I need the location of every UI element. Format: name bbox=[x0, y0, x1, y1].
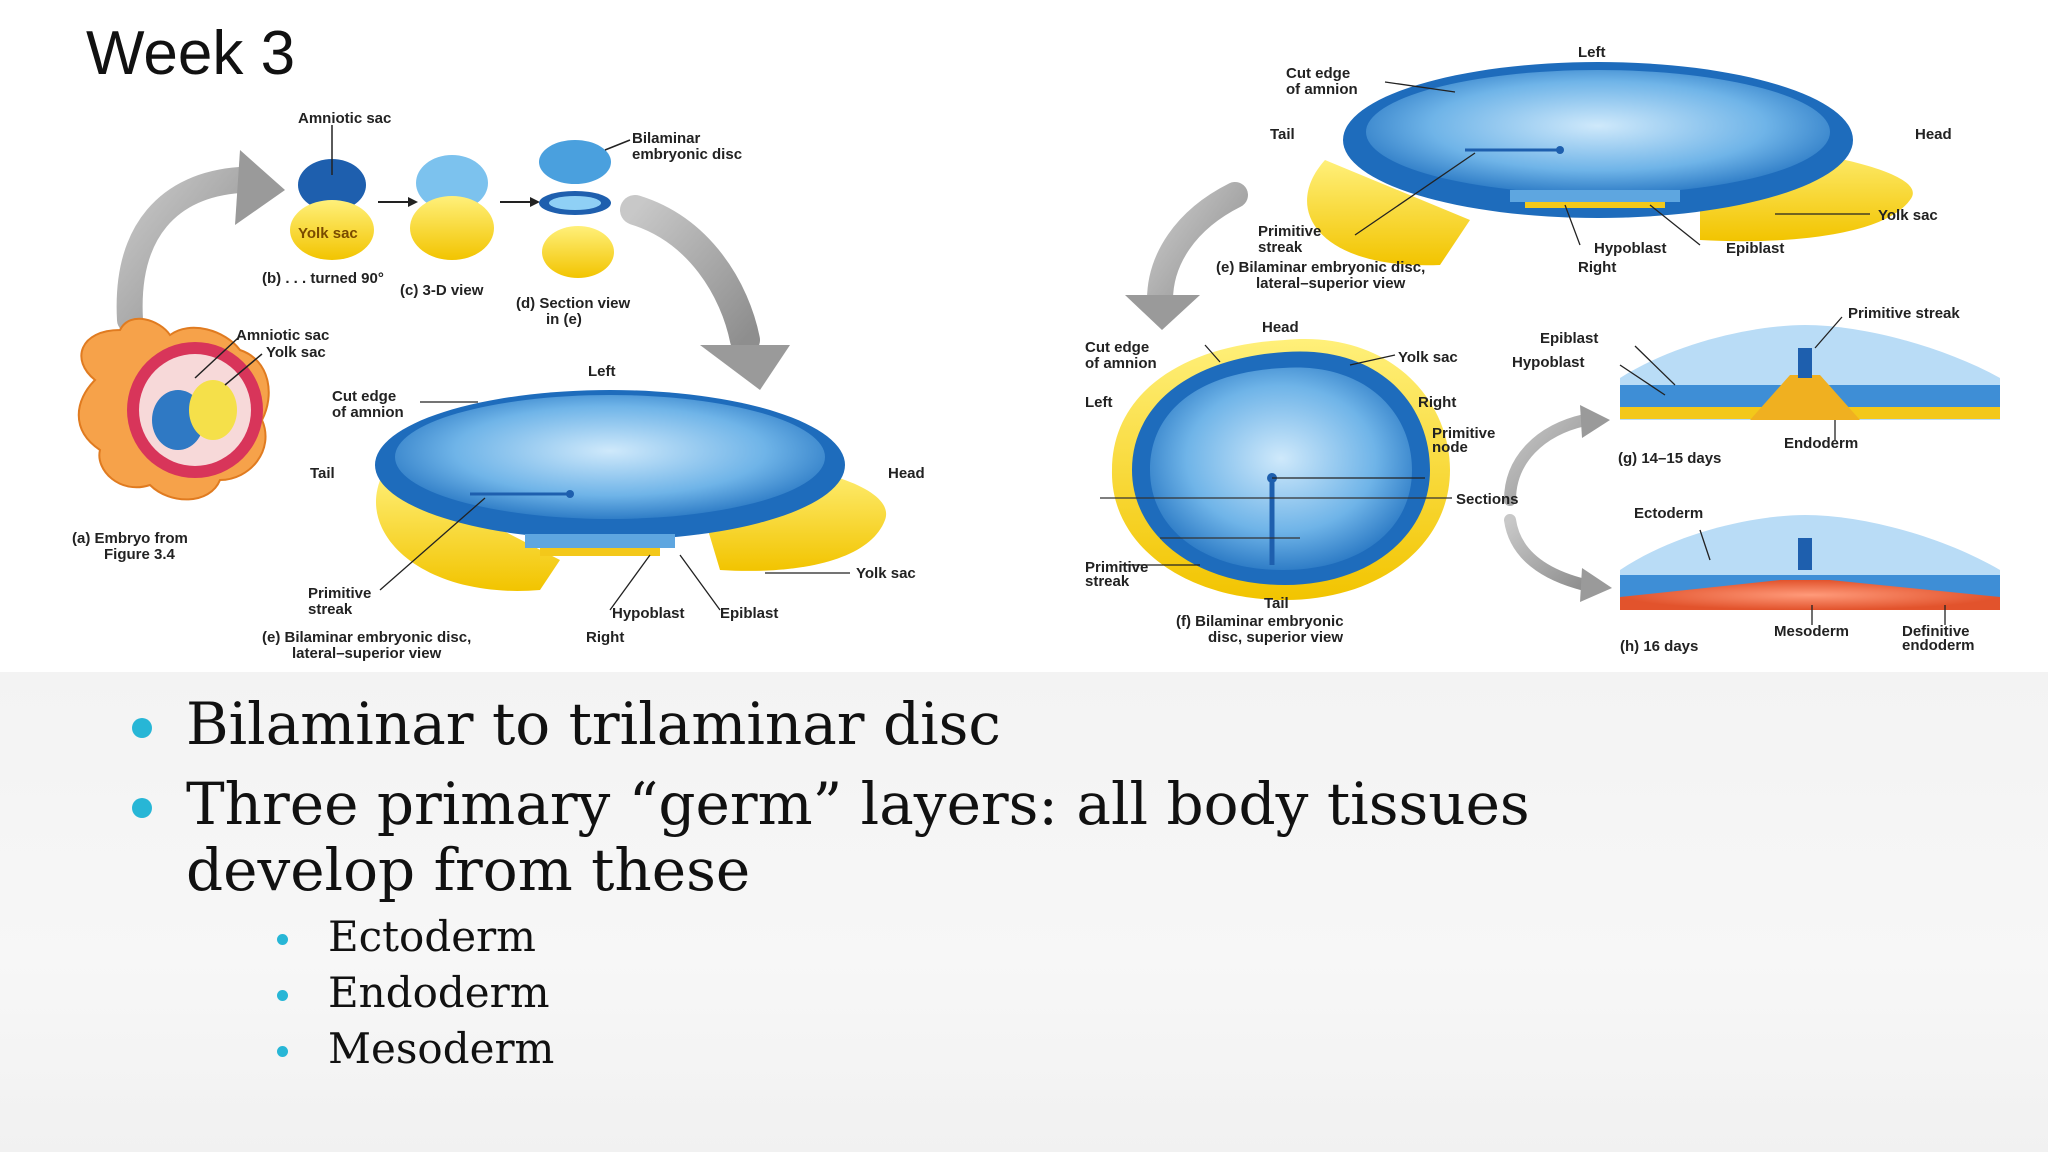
label-f-sections: Sections bbox=[1456, 491, 1519, 508]
bullet-2-text-line-2: develop from these bbox=[186, 836, 751, 904]
label-bilaminar-2: embryonic disc bbox=[632, 146, 742, 163]
arrow-a-to-b-head bbox=[235, 150, 285, 225]
label-cut-edge-2: of amnion bbox=[332, 404, 404, 421]
label-a-caption-2: Figure 3.4 bbox=[104, 546, 176, 563]
label-bilaminar-1: Bilaminar bbox=[632, 130, 701, 147]
label-e-caption-2: lateral–superior view bbox=[292, 645, 442, 662]
label-g-endoderm: Endoderm bbox=[1784, 435, 1858, 452]
label-f-primitive-node-1: Primitive bbox=[1432, 425, 1495, 442]
label-c-caption: (c) 3-D view bbox=[400, 282, 484, 299]
label-h-ectoderm: Ectoderm bbox=[1634, 505, 1703, 522]
subbullet-dot-1 bbox=[277, 934, 288, 945]
label-r-hypoblast: Hypoblast bbox=[1594, 240, 1667, 257]
label-r-right: Right bbox=[1578, 259, 1616, 276]
label-f-left: Left bbox=[1085, 394, 1113, 411]
label-yolk-sac-inner: Yolk sac bbox=[298, 225, 358, 242]
label-r-cut-edge-2: of amnion bbox=[1286, 81, 1358, 98]
label-head: Head bbox=[888, 465, 925, 482]
label-r-e-caption-1: (e) Bilaminar embryonic disc, bbox=[1216, 259, 1425, 276]
bullet-2-text-line-1: Three primary “germ” layers: all body ti… bbox=[186, 770, 1530, 838]
label-f-tail: Tail bbox=[1264, 595, 1289, 612]
arrow-d-to-e bbox=[620, 195, 760, 355]
bullet-area-background bbox=[0, 672, 2048, 1152]
subbullet-mesoderm: Mesoderm bbox=[328, 1024, 555, 1073]
label-f-right: Right bbox=[1418, 394, 1456, 411]
label-yolk-sac: Yolk sac bbox=[856, 565, 916, 582]
label-r-yolk-sac: Yolk sac bbox=[1878, 207, 1938, 224]
label-a-amniotic-sac: Amniotic sac bbox=[236, 327, 329, 344]
label-primitive-streak-2: streak bbox=[308, 601, 353, 618]
label-b-caption: (b) . . . turned 90° bbox=[262, 270, 384, 287]
label-g-caption: (g) 14–15 days bbox=[1618, 450, 1721, 467]
a-embryo-illustration bbox=[77, 317, 270, 501]
label-r-left: Left bbox=[1578, 44, 1606, 61]
label-d-caption-2: in (e) bbox=[546, 311, 582, 328]
label-h-definitive-1: Definitive bbox=[1902, 623, 1970, 640]
label-hypoblast: Hypoblast bbox=[612, 605, 685, 622]
label-right: Right bbox=[586, 629, 624, 646]
arrow-e-to-f bbox=[1147, 182, 1248, 313]
label-g-primitive-streak: Primitive streak bbox=[1848, 305, 1960, 322]
subbullet-dot-2 bbox=[277, 990, 288, 1001]
subbullet-ectoderm: Ectoderm bbox=[328, 912, 536, 961]
label-h-mesoderm: Mesoderm bbox=[1774, 623, 1849, 640]
subbullet-endoderm: Endoderm bbox=[328, 968, 550, 1017]
label-tail: Tail bbox=[310, 465, 335, 482]
b-amniotic-sphere bbox=[298, 159, 366, 211]
label-a-yolk-sac: Yolk sac bbox=[266, 344, 326, 361]
label-g-hypoblast: Hypoblast bbox=[1512, 354, 1585, 371]
label-h-definitive-2: endoderm bbox=[1902, 637, 1975, 654]
label-f-primitive-streak-2: streak bbox=[1085, 573, 1130, 590]
label-f-caption-2: disc, superior view bbox=[1208, 629, 1343, 646]
label-primitive-streak-1: Primitive bbox=[308, 585, 371, 602]
label-r-e-caption-2: lateral–superior view bbox=[1256, 275, 1406, 292]
slide-title: Week 3 bbox=[86, 19, 296, 88]
e-right-disc bbox=[1307, 62, 1913, 266]
label-f-primitive-node-2: node bbox=[1432, 439, 1468, 456]
label-f-cut-edge-2: of amnion bbox=[1085, 355, 1157, 372]
arrow-a-to-b bbox=[116, 167, 253, 333]
label-left: Left bbox=[588, 363, 616, 380]
label-r-epiblast: Epiblast bbox=[1726, 240, 1784, 257]
c-amniotic-sphere bbox=[416, 155, 488, 211]
bullet-1-text: Bilaminar to trilaminar disc bbox=[186, 690, 1001, 758]
label-f-head: Head bbox=[1262, 319, 1299, 336]
label-r-tail: Tail bbox=[1270, 126, 1295, 143]
e-left-disc bbox=[375, 390, 887, 611]
subbullet-dot-3 bbox=[277, 1046, 288, 1057]
bullet-dot-1 bbox=[132, 718, 152, 738]
embryo-figure: Amniotic sac Bilaminar embryonic disc Yo… bbox=[72, 44, 2000, 662]
f-superior-view bbox=[1100, 339, 1452, 600]
label-r-cut-edge-1: Cut edge bbox=[1286, 65, 1350, 82]
label-r-head: Head bbox=[1915, 126, 1952, 143]
label-a-caption-1: (a) Embryo from bbox=[72, 530, 188, 547]
g-section-14-15-days bbox=[1619, 316, 2000, 440]
h-section-16-days bbox=[1620, 515, 2000, 625]
label-h-caption: (h) 16 days bbox=[1620, 638, 1698, 655]
label-g-epiblast: Epiblast bbox=[1540, 330, 1598, 347]
label-e-caption-1: (e) Bilaminar embryonic disc, bbox=[262, 629, 471, 646]
label-f-primitive-streak-1: Primitive bbox=[1085, 559, 1148, 576]
label-r-primitive-streak-2: streak bbox=[1258, 239, 1303, 256]
label-cut-edge-1: Cut edge bbox=[332, 388, 396, 405]
label-f-yolk-sac: Yolk sac bbox=[1398, 349, 1458, 366]
label-d-caption-1: (d) Section view bbox=[516, 295, 631, 312]
bullet-dot-2 bbox=[132, 798, 152, 818]
label-f-cut-edge-1: Cut edge bbox=[1085, 339, 1149, 356]
label-r-primitive-streak-1: Primitive bbox=[1258, 223, 1321, 240]
label-amniotic-sac: Amniotic sac bbox=[298, 110, 391, 127]
label-f-caption-1: (f) Bilaminar embryonic bbox=[1176, 613, 1344, 630]
label-epiblast: Epiblast bbox=[720, 605, 778, 622]
